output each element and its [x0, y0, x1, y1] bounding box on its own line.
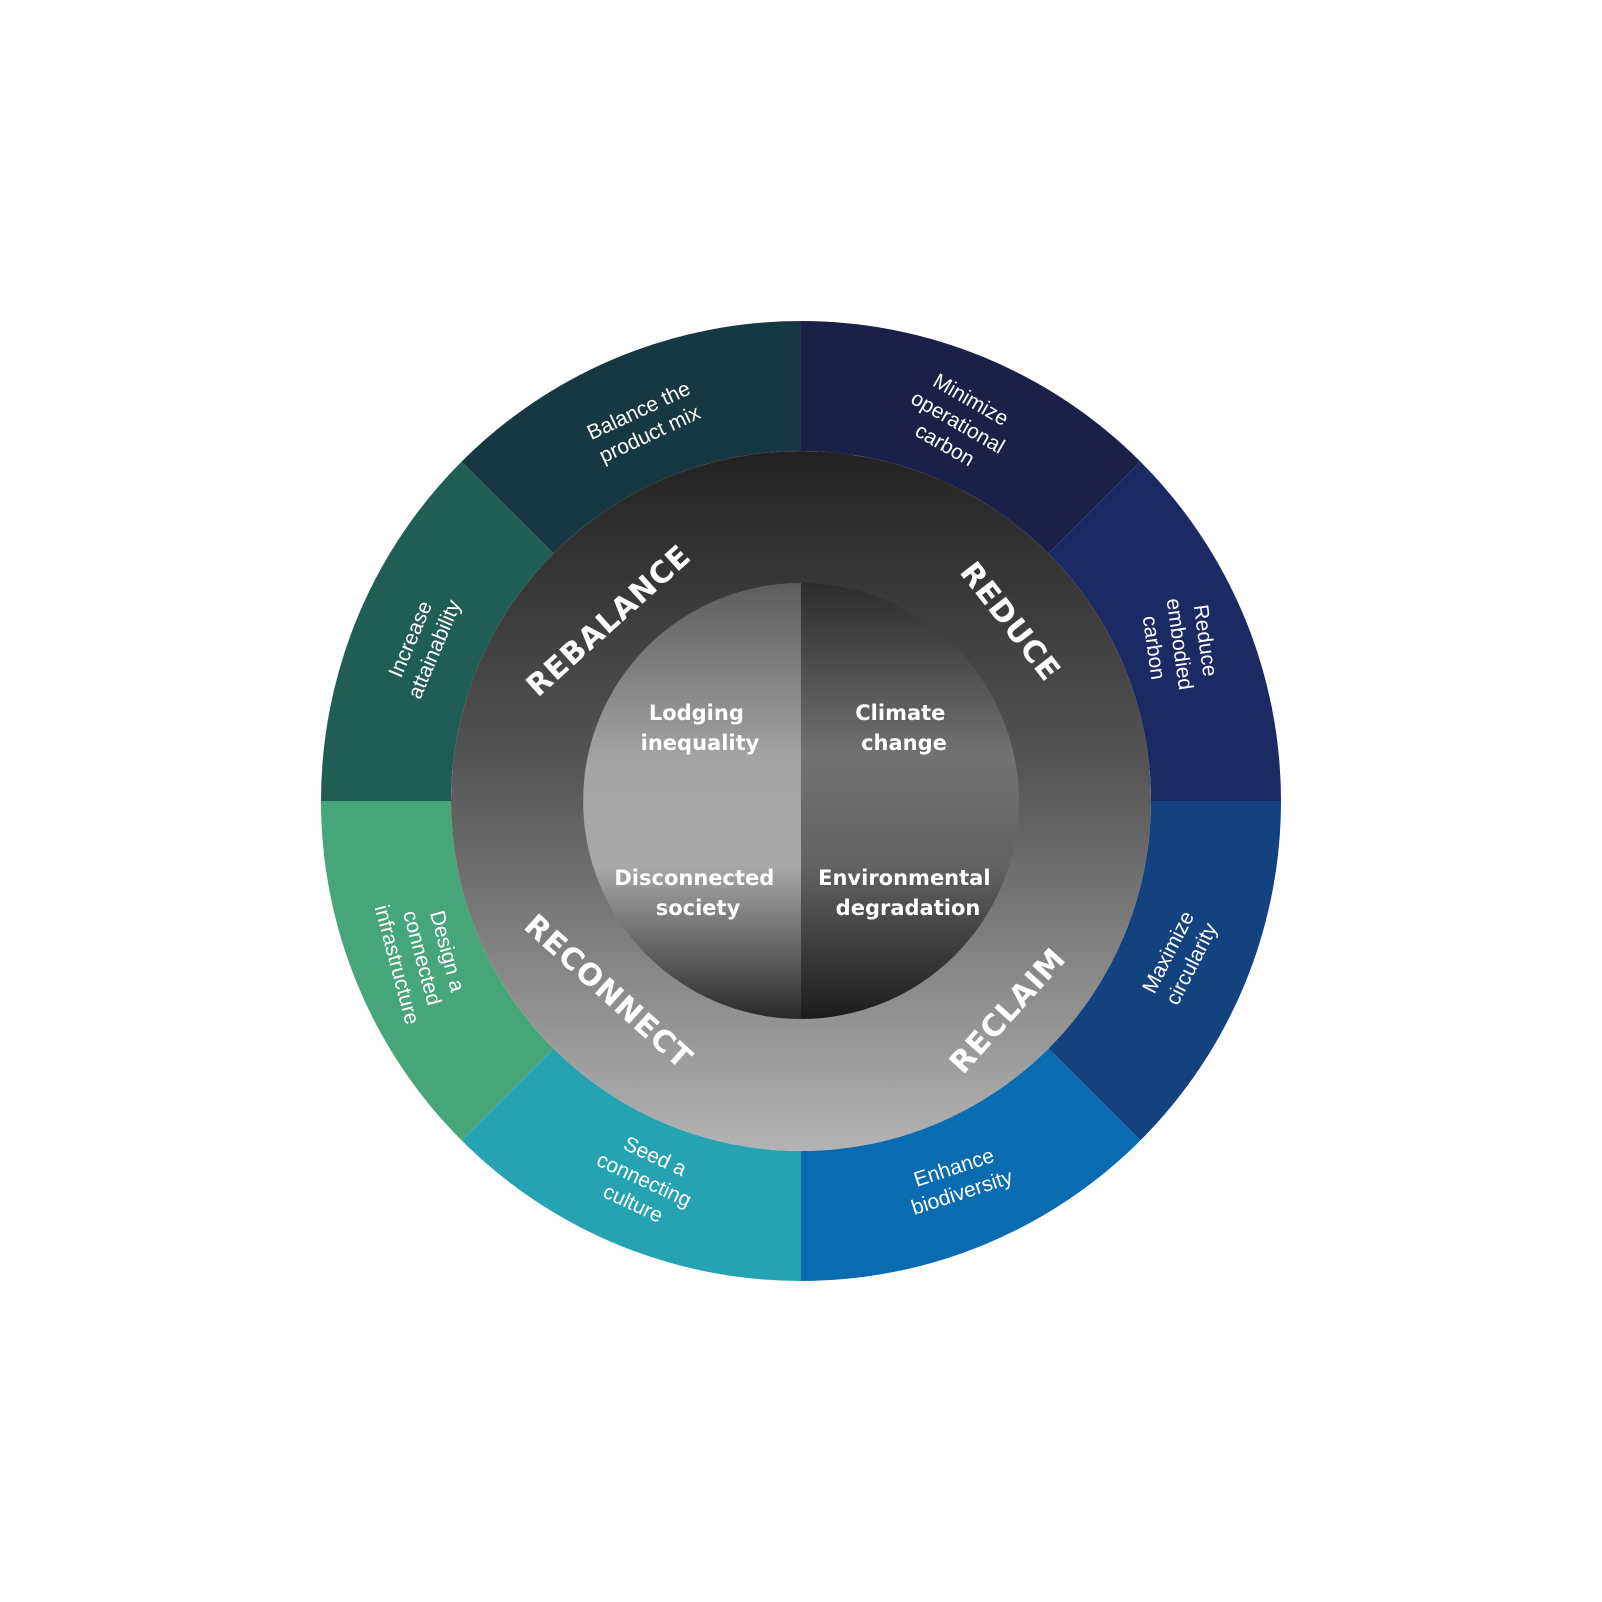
outer-segment-increase-attainability — [321, 461, 554, 801]
core-right-half — [801, 583, 1019, 1019]
core-label-disconnected-society: Disconnected society — [614, 866, 781, 920]
core-circle — [583, 583, 1019, 1019]
outer-label-reduce-embodied-carbon: Reduceembodiedcarbon — [1136, 593, 1223, 695]
outer-segment-enhance-biodiversity — [801, 1048, 1141, 1281]
outer-segment-balance-product-mix — [461, 321, 801, 554]
core-label-lodging-inequality: Lodging inequality — [641, 701, 760, 755]
outer-ring — [321, 321, 1281, 1281]
outer-segment-maximize-circularity — [1048, 801, 1281, 1141]
core-left-half — [583, 583, 801, 1019]
outer-segment-seed-connecting-culture — [461, 1048, 801, 1281]
core-label-climate-change: Climate change — [855, 701, 952, 755]
core-labels: Lodging inequality Climate change Discon… — [614, 701, 998, 920]
outer-segment-design-connected-infrastructure — [321, 801, 554, 1141]
outer-segment-minimize-operational-carbon — [801, 321, 1141, 554]
outer-segment-reduce-embodied-carbon — [1048, 461, 1281, 801]
core-label-environmental-degradation: Environmental degradation — [818, 866, 998, 920]
